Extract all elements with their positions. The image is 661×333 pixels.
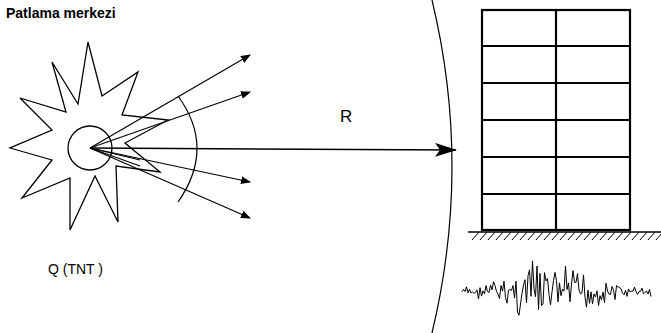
hatch-stroke (496, 232, 503, 240)
distance-arrow (90, 148, 456, 150)
distance-label: R (340, 108, 352, 127)
hatch-stroke (560, 232, 567, 240)
hatch-stroke (648, 232, 655, 240)
hatch-stroke (624, 232, 631, 240)
hatch-stroke (472, 232, 479, 240)
hatch-stroke (600, 232, 607, 240)
hatch-stroke (608, 232, 615, 240)
hatch-stroke (544, 232, 551, 240)
hatch-stroke (632, 232, 639, 240)
hatch-stroke (512, 232, 519, 240)
charge-label: Q (TNT ) (48, 262, 103, 277)
building (482, 10, 630, 230)
hatch-stroke (488, 232, 495, 240)
ground-line (468, 231, 661, 232)
explosion-star (10, 42, 168, 230)
hatch-stroke (552, 232, 559, 240)
wave-front (432, 0, 452, 333)
hatch-stroke (528, 232, 535, 240)
hatch-stroke (640, 232, 647, 240)
hatch-stroke (616, 232, 623, 240)
seismogram (462, 261, 651, 315)
blast-rays (90, 55, 250, 218)
hatch-stroke (480, 232, 487, 240)
hatch-stroke (576, 232, 583, 240)
title-label: Patlama merkezi (6, 6, 116, 21)
hatch-stroke (520, 232, 527, 240)
hatch-stroke (568, 232, 575, 240)
hatch-stroke (536, 232, 543, 240)
hatch-stroke (584, 232, 591, 240)
hatch-stroke (592, 232, 599, 240)
hatch-stroke (504, 232, 511, 240)
hatch-stroke (656, 232, 661, 240)
ground-hatch (472, 232, 661, 240)
